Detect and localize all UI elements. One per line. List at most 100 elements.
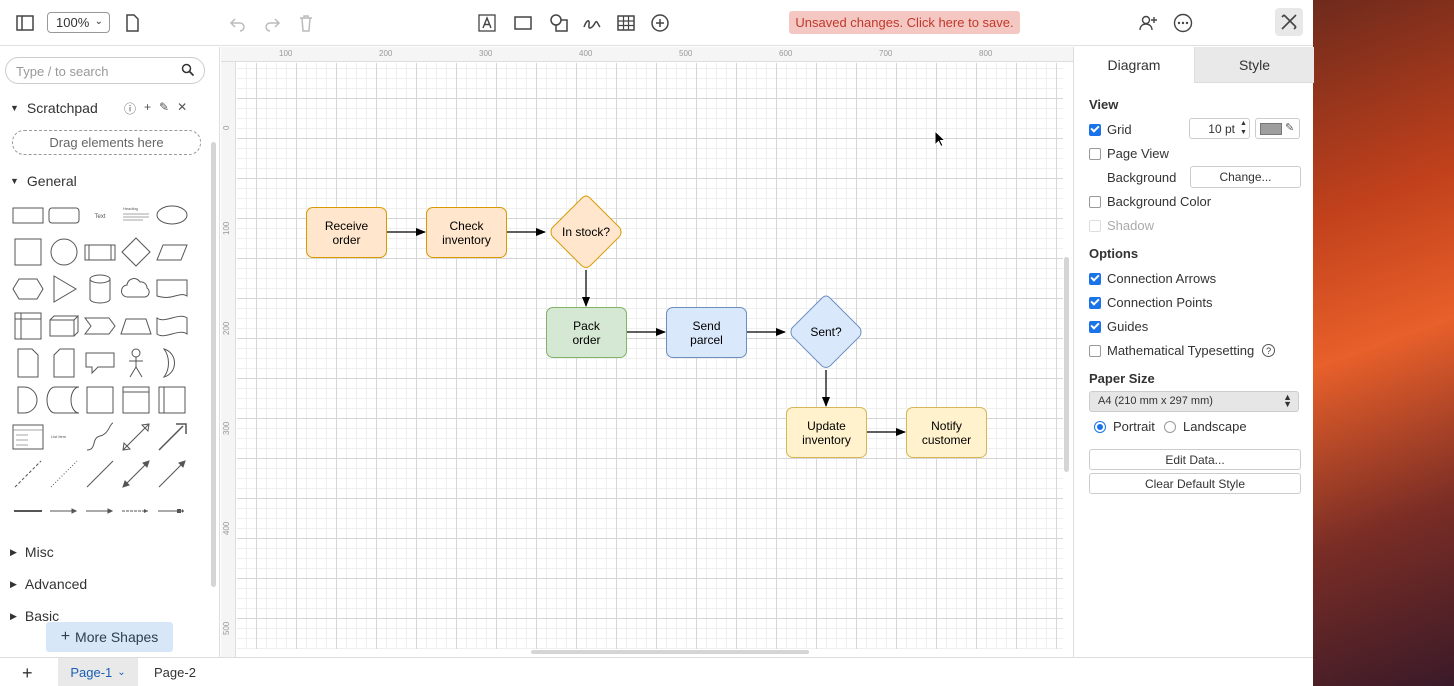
edit-icon[interactable]: ✎ <box>159 100 170 114</box>
undo-icon[interactable] <box>226 11 250 35</box>
shape-step[interactable] <box>82 308 118 344</box>
node-sent[interactable]: Sent? <box>788 294 864 370</box>
math-option[interactable]: Mathematical Typesetting ? <box>1089 343 1276 358</box>
shape-callout[interactable] <box>82 345 118 381</box>
node-pack-order[interactable]: Pack order <box>546 307 627 358</box>
shape-vertical-container[interactable] <box>154 382 190 418</box>
shape-list-item[interactable]: List Item <box>46 419 82 455</box>
shape-rounded-rectangle[interactable] <box>46 197 82 233</box>
change-background-button[interactable]: Change... <box>1190 166 1301 188</box>
guides-checkbox[interactable] <box>1089 320 1101 333</box>
sidebar-scrollbar[interactable] <box>211 142 216 587</box>
shape-bidirectional-connector[interactable] <box>118 456 154 492</box>
shadow-option[interactable]: Shadow <box>1089 218 1154 233</box>
chevron-down-icon[interactable]: ⌄ <box>117 667 126 678</box>
shape-circle[interactable] <box>46 234 82 270</box>
redo-icon[interactable] <box>260 11 284 35</box>
shape-and[interactable] <box>10 382 46 418</box>
node-update-inventory[interactable]: Update inventory <box>786 407 867 458</box>
pencil-icon[interactable]: ✎ <box>1285 122 1295 134</box>
node-send-parcel[interactable]: Send parcel <box>666 307 747 358</box>
page-view-checkbox[interactable] <box>1089 147 1101 160</box>
shape-connector-dotted[interactable] <box>118 493 154 529</box>
search-input[interactable]: Type / to search <box>5 57 205 84</box>
delete-icon[interactable] <box>294 11 318 35</box>
shadow-checkbox[interactable] <box>1089 219 1101 232</box>
shape-arrow[interactable] <box>154 419 190 455</box>
edit-data-button[interactable]: Edit Data... <box>1089 449 1301 470</box>
connection-points-option[interactable]: Connection Points <box>1089 295 1213 310</box>
background-color-option[interactable]: Background Color <box>1089 194 1211 209</box>
math-checkbox[interactable] <box>1089 344 1101 357</box>
table-icon[interactable] <box>614 11 638 35</box>
node-in-stock[interactable]: In stock? <box>548 194 624 270</box>
shape-cube[interactable] <box>46 308 82 344</box>
shape-cloud[interactable] <box>118 271 154 307</box>
shape-ellipse[interactable] <box>154 197 190 233</box>
canvas-vertical-scrollbar[interactable] <box>1064 257 1069 472</box>
portrait-option[interactable]: Portrait <box>1094 419 1155 434</box>
connection-arrows-option[interactable]: Connection Arrows <box>1089 271 1216 286</box>
scratchpad-header[interactable]: ▼ Scratchpad <box>10 100 98 116</box>
node-receive-order[interactable]: Receive order <box>306 207 387 258</box>
shape-dotted-line[interactable] <box>46 456 82 492</box>
grid-color-picker[interactable]: ✎ <box>1255 118 1300 139</box>
shapes-icon[interactable] <box>547 11 571 35</box>
landscape-radio[interactable] <box>1164 420 1176 433</box>
page-tab-2[interactable]: Page-2 <box>154 665 196 680</box>
connection-points-checkbox[interactable] <box>1089 296 1101 309</box>
shape-or[interactable] <box>154 345 190 381</box>
general-header[interactable]: ▼ General <box>10 173 77 189</box>
shape-note[interactable] <box>10 345 46 381</box>
help-icon[interactable]: ⓘ <box>124 102 137 116</box>
node-check-inventory[interactable]: Check inventory <box>426 207 507 258</box>
zoom-select[interactable]: 100% ⌄ <box>47 12 110 33</box>
shape-trapezoid[interactable] <box>118 308 154 344</box>
tab-style[interactable]: Style <box>1194 47 1314 83</box>
shape-data-storage[interactable] <box>46 382 82 418</box>
insert-icon[interactable] <box>648 11 672 35</box>
page-tab-1[interactable]: Page-1 ⌄ <box>58 658 138 686</box>
shape-card[interactable] <box>46 345 82 381</box>
rectangle-icon[interactable] <box>511 11 535 35</box>
shape-parallelogram[interactable] <box>154 234 190 270</box>
new-page-icon[interactable] <box>120 11 144 35</box>
clear-default-style-button[interactable]: Clear Default Style <box>1089 473 1301 494</box>
advanced-header[interactable]: ▶ Advanced <box>10 576 87 592</box>
add-page-button[interactable]: + <box>22 663 33 683</box>
guides-option[interactable]: Guides <box>1089 319 1148 334</box>
shape-square[interactable] <box>10 234 46 270</box>
shape-internal-storage[interactable] <box>10 308 46 344</box>
grid-color-swatch[interactable] <box>1260 123 1282 135</box>
shape-directional-connector[interactable] <box>154 456 190 492</box>
share-icon[interactable] <box>1136 11 1160 35</box>
canvas-horizontal-scrollbar[interactable] <box>531 650 809 654</box>
format-panel-toggle[interactable] <box>1275 8 1303 36</box>
sidebar-toggle-icon[interactable] <box>13 11 37 35</box>
landscape-option[interactable]: Landscape <box>1164 419 1247 434</box>
more-shapes-button[interactable]: + More Shapes <box>46 622 173 652</box>
grid-size-input[interactable]: 10 pt <box>1189 118 1250 139</box>
misc-header[interactable]: ▶ Misc <box>10 544 54 560</box>
shape-dashed-line[interactable] <box>10 456 46 492</box>
search-icon[interactable] <box>181 63 195 77</box>
shape-connector-arrow[interactable] <box>46 493 82 529</box>
add-icon[interactable]: + <box>144 100 152 114</box>
more-icon[interactable] <box>1171 11 1195 35</box>
shape-list[interactable] <box>10 419 46 455</box>
diagram-canvas[interactable]: 100 200 300 400 500 600 700 800 0 100 20… <box>221 47 1073 657</box>
shape-connector-end[interactable] <box>154 493 190 529</box>
shape-curve[interactable] <box>82 419 118 455</box>
shape-bidirectional-arrow[interactable] <box>118 419 154 455</box>
shape-link[interactable] <box>10 493 46 529</box>
close-icon[interactable]: ✕ <box>177 100 188 114</box>
basic-header[interactable]: ▶ Basic <box>10 608 59 624</box>
node-notify-customer[interactable]: Notify customer <box>906 407 987 458</box>
shape-rectangle[interactable] <box>10 197 46 233</box>
shape-container[interactable] <box>82 382 118 418</box>
page-view-option[interactable]: Page View <box>1089 146 1169 161</box>
paper-size-select[interactable]: A4 (210 mm x 297 mm) ▲▼ <box>1089 391 1299 412</box>
grid-size-stepper[interactable]: ▲▼ <box>1240 120 1247 136</box>
shape-tape[interactable] <box>154 308 190 344</box>
unsaved-changes-button[interactable]: Unsaved changes. Click here to save. <box>789 11 1020 34</box>
